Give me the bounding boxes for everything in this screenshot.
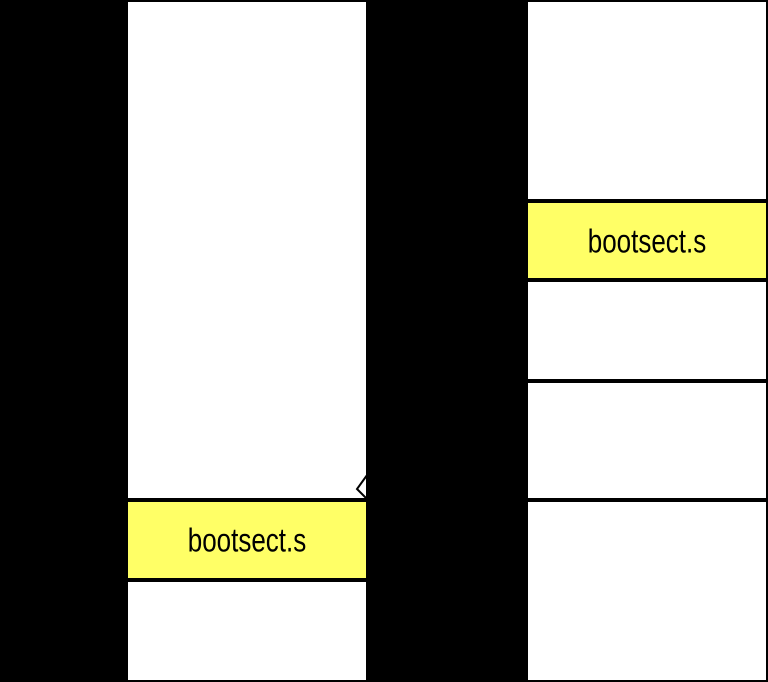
- memory-region-box: [126, 0, 368, 500]
- memory-region-box: [126, 580, 368, 682]
- memory-region-box: [526, 0, 768, 201]
- bootsect-region-right: bootsect.s: [526, 201, 768, 280]
- memory-region-box: [526, 381, 768, 500]
- memory-region-box: [526, 280, 768, 381]
- bootsect-label-left: bootsect.s: [187, 520, 307, 560]
- arrow-shaft: [370, 239, 528, 471]
- memory-region-box: [526, 500, 768, 682]
- bootsect-region-left: bootsect.s: [126, 500, 368, 580]
- bootsect-label-right: bootsect.s: [587, 221, 707, 260]
